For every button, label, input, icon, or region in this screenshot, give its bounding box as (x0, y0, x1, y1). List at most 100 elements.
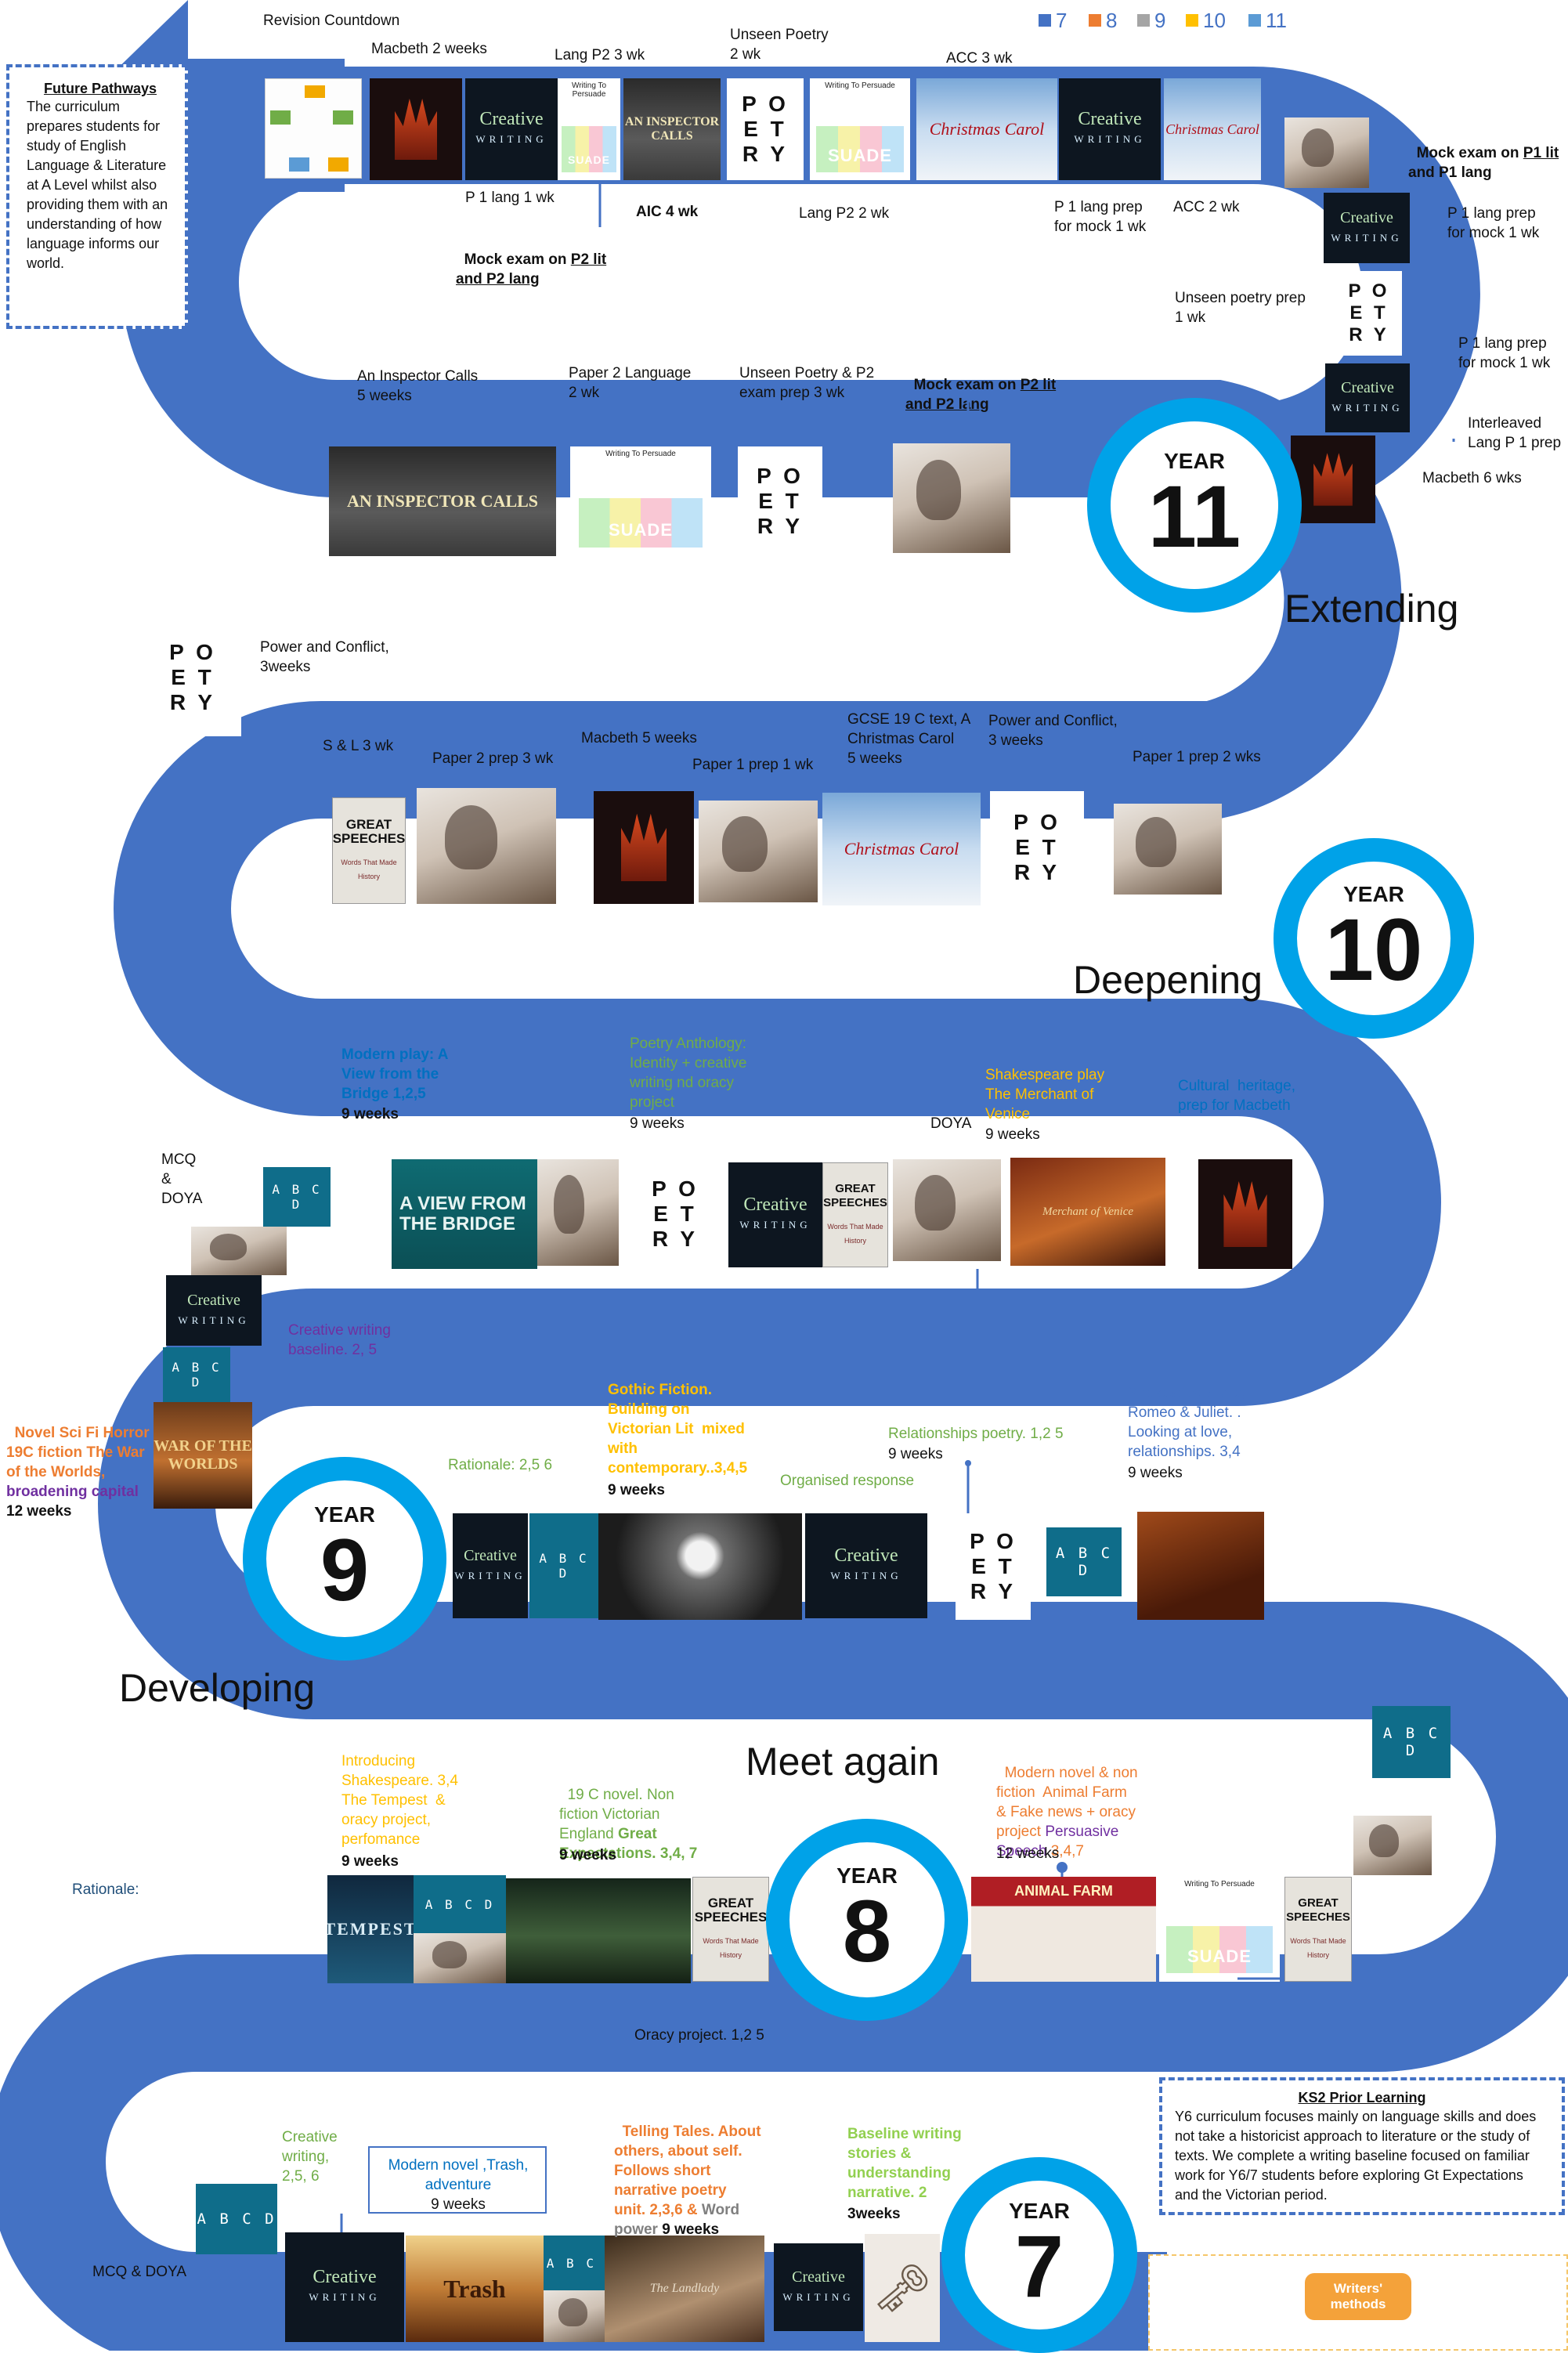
label-p1-prep-mock-1: P 1 lang prep for mock 1 wk (1054, 199, 1147, 235)
label-unseen-p2-prep: Unseen Poetry & P2 exam prep 3 wk (739, 365, 875, 401)
label-intro-shakespeare-weeks: 9 weeks (341, 1853, 399, 1870)
inspector-calls-tile: AN INSPECTOR CALLS (329, 446, 556, 556)
great-expectations-tile (506, 1878, 691, 1983)
label-modern-novel-8-weeks: 12 weeks (996, 1845, 1060, 1862)
gothic-fiction-tile (598, 1513, 802, 1620)
label-modern-novel-8: Modern novel & non fiction Animal Farm &… (996, 1765, 1138, 1860)
macbeth-tile (1198, 1159, 1292, 1269)
christmas-carol-tile: Christmas Carol (822, 793, 981, 905)
poetry-tile: P O E T R Y (144, 619, 241, 736)
label-aic-4: AIC 4 wk (636, 204, 699, 220)
label-rationale-8: Rationale: (72, 1881, 139, 1898)
landlady-tile: The Landlady (605, 2236, 764, 2342)
label-mcq-doya-7: MCQ & DOYA (92, 2264, 186, 2280)
label-cultural-heritage: Cultural heritage, prep for Macbeth (1178, 1078, 1295, 1114)
student-photo-tile (414, 1933, 506, 1983)
abcd-quiz-tile: A B C D (529, 1513, 598, 1618)
ks2-text: Y6 curriculum focuses mainly on language… (1175, 2109, 1537, 2203)
tempest-tile: TEMPEST (327, 1875, 414, 1983)
war-of-worlds-tile: WAR OF THE WORLDS (154, 1402, 252, 1509)
view-from-bridge-tile: A VIEW FROM THE BRIDGE (392, 1159, 537, 1269)
poetry-tile: P O E T R Y (990, 791, 1084, 904)
stage-extending: Extending (1284, 587, 1459, 631)
label-merchant-venice: Shakespeare play The Merchant of Venice (985, 1067, 1105, 1122)
label-acc-3: ACC 3 wk (946, 50, 1013, 67)
label-paper1-prep-2: Paper 1 prep 2 wks (1133, 749, 1261, 765)
student-photo-tile (893, 1159, 1001, 1261)
abcd-quiz-tile: A B C D (163, 1347, 230, 1402)
label-baseline-weeks: 3weeks (847, 2206, 901, 2222)
label-s-and-l: S & L 3 wk (323, 738, 394, 754)
ks2-title: KS2 Prior Learning (1298, 2090, 1426, 2105)
trash-novel-tile: Trash (406, 2236, 544, 2342)
christmas-carol-tile: Christmas Carol (1164, 78, 1261, 180)
label-19c-novel: 19 C novel. Non fiction Victorian Englan… (559, 1787, 698, 1862)
label-p1-prep-mock-3: P 1 lang prep for mock 1 wk (1458, 335, 1551, 371)
label-poetry-anthology: Poetry Anthology: Identity + creative wr… (630, 1036, 747, 1111)
label-acc-2: ACC 2 wk (1173, 199, 1240, 215)
label-organised-response: Organised response (780, 1473, 915, 1489)
label-relationships-poetry: Relationships poetry. 1,2 5 (888, 1426, 1064, 1442)
animal-farm-tile: ANIMAL FARM (971, 1877, 1156, 1982)
label-rationale-9: Rationale: 2,5 6 (448, 1457, 553, 1473)
student-photo-tile (1284, 117, 1369, 188)
label-novel-scifi: Novel Sci Fi Horror 19C fiction The War … (6, 1425, 150, 1520)
modern-novel-box (368, 2146, 547, 2214)
label-modern-novel-trash: Modern novel ,Trash, adventure (388, 2157, 529, 2193)
label-power-conflict-1: Power and Conflict, 3weeks (260, 639, 389, 675)
label-telling-tales: Telling Tales. About others, about self.… (614, 2123, 761, 2238)
student-photo-tile (417, 788, 556, 904)
legend-item-7: 7 (1039, 9, 1067, 31)
legend-item-9: 9 (1137, 9, 1165, 31)
poetry-tile: P O E T R Y (727, 78, 804, 180)
label-power-conflict-2: Power and Conflict, 3 weeks (988, 713, 1118, 749)
label-doya: DOYA (930, 1115, 972, 1132)
label-lang-p2-3: Lang P2 3 wk (555, 47, 645, 63)
macbeth-tile (370, 78, 462, 180)
label-gothic-fiction: Gothic Fiction. Building on Victorian Li… (608, 1382, 748, 1476)
label-creative-baseline: Creative writing baseline. 2, 5 (288, 1322, 391, 1358)
label-revision-countdown: Revision Countdown (263, 13, 400, 29)
label-christmas-carol: GCSE 19 C text, A Christmas Carol 5 week… (847, 711, 971, 767)
label-macbeth-5: Macbeth 5 weeks (581, 730, 697, 746)
legend-item-10: 10 (1186, 9, 1226, 31)
label-p1-lang-1: P 1 lang 1 wk (465, 190, 555, 206)
abcd-quiz-tile: A B C D (1046, 1527, 1122, 1596)
student-photo-tile (537, 1159, 619, 1266)
label-modern-play: Modern play: A View from the Bridge 1,2,… (341, 1046, 449, 1102)
student-photo-tile (699, 801, 818, 902)
label-lang-p2-2: Lang P2 2 wk (799, 205, 890, 222)
label-merchant-venice-weeks: 9 weeks (985, 1126, 1040, 1143)
label-unseen-prep: Unseen poetry prep 1 wk (1175, 290, 1306, 326)
label-interleaved: Interleaved Lang P 1 prep (1468, 415, 1562, 451)
student-photo-tile (191, 1227, 287, 1275)
writers-methods-badge: Writers' methods (1305, 2273, 1411, 2320)
legend-item-11: 11 (1248, 9, 1287, 31)
label-unseen-poetry: Unseen Poetry 2 wk (730, 27, 829, 63)
label-macbeth-2: Macbeth 2 weeks (371, 41, 487, 57)
abcd-quiz-tile: A B C D (263, 1167, 331, 1227)
abcd-quiz-tile: A B C D (414, 1875, 506, 1933)
label-romeo-juliet-weeks: 9 weeks (1128, 1465, 1183, 1481)
christmas-carol-tile: Christmas Carol (916, 78, 1057, 180)
abcd-quiz-tile: A B C D (196, 2184, 277, 2254)
label-relationships-weeks: 9 weeks (888, 1446, 943, 1462)
label-paper1-prep-1: Paper 1 prep 1 wk (692, 757, 814, 773)
